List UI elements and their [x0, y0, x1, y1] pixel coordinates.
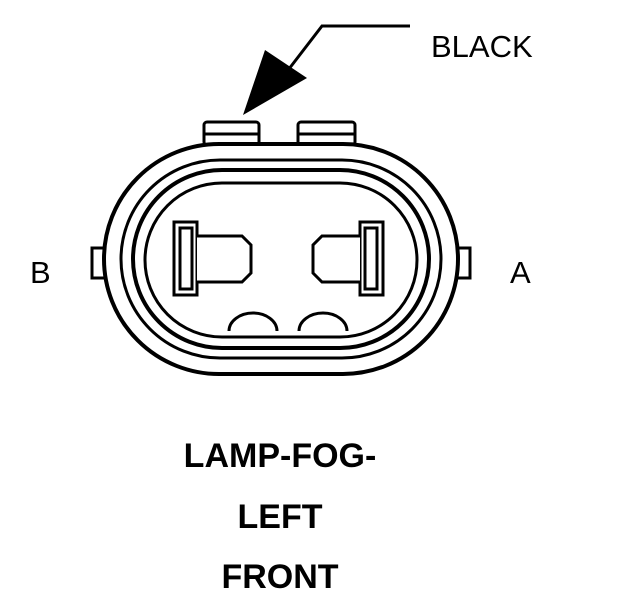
wire-color-label: BLACK	[431, 29, 533, 64]
connector-housing	[102, 142, 460, 376]
terminal-b-label: B	[30, 255, 51, 290]
top-locking-tabs	[202, 120, 357, 147]
caption-line-3: FRONT	[221, 558, 338, 596]
wire-color-leader	[243, 24, 410, 115]
caption-line-1: LAMP-FOG-	[184, 437, 377, 475]
terminal-a-label: A	[510, 255, 531, 290]
polarizing-bumps	[227, 311, 349, 332]
caption-line-2: LEFT	[238, 498, 323, 536]
terminal-cavity-b	[172, 220, 253, 297]
terminal-cavity-a	[311, 220, 385, 297]
